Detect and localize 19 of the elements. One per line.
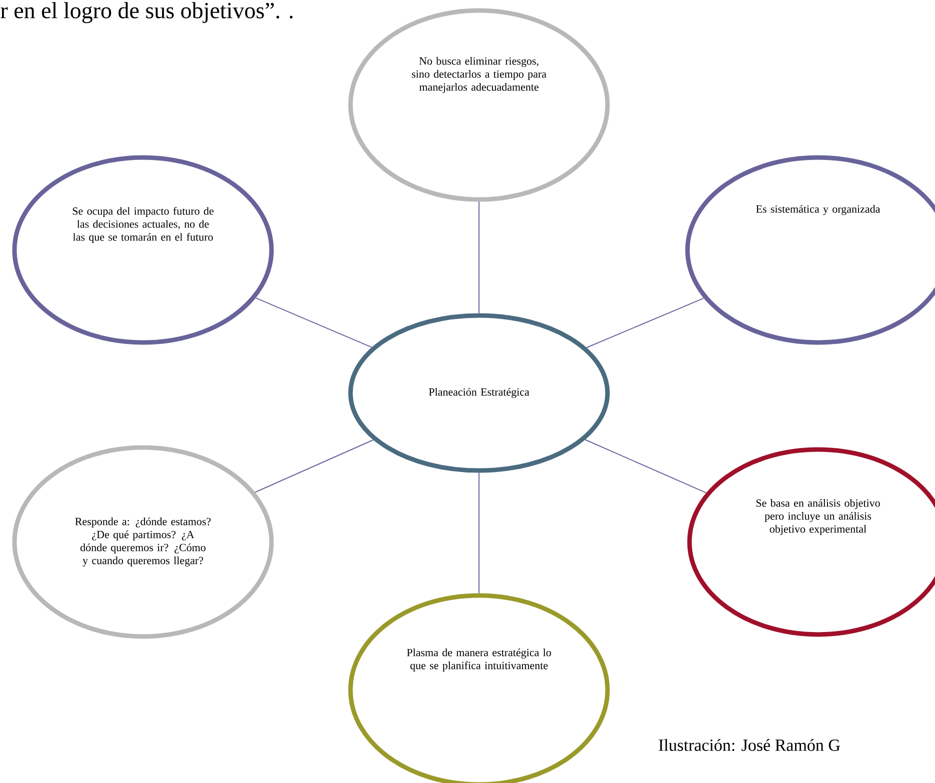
node-text: Planeación Estratégica bbox=[428, 388, 530, 398]
node-text: Es sistemática y organizada bbox=[756, 204, 880, 215]
node-text: Se basa en análisis objetivo pero incluye un análisis objetivo experimental bbox=[756, 499, 880, 535]
connector-line bbox=[584, 439, 707, 494]
ellipse bbox=[348, 313, 610, 473]
connector-line bbox=[586, 298, 704, 348]
ellipse bbox=[12, 155, 274, 345]
heading-text: r en el logro de sus objetivos”. . bbox=[0, 2, 293, 24]
ellipse bbox=[348, 8, 610, 202]
connector-line bbox=[254, 439, 374, 493]
connector-line bbox=[478, 201, 480, 314]
caption: Ilustración: José Ramón G bbox=[658, 738, 840, 751]
node-text: Plasma de manera estratégica lo que se planifica intuitivamente bbox=[406, 648, 551, 672]
node-text: Se ocupa del impacto futuro de las decisiones actuales, no de las que se tomarán en el futuro bbox=[72, 206, 214, 244]
node-text: No busca eliminar riesgos, sino detectarlos a tiempo para manejarlos adecuadamente bbox=[412, 57, 546, 93]
connector-line bbox=[255, 297, 372, 348]
connector-line bbox=[478, 472, 480, 594]
ellipse bbox=[12, 445, 274, 639]
node-text: Responde a: ¿dónde estamos? ¿De qué partimos? ¿A dónde queremos ir? ¿Cómo y cuando queremos llegar? bbox=[75, 517, 211, 566]
